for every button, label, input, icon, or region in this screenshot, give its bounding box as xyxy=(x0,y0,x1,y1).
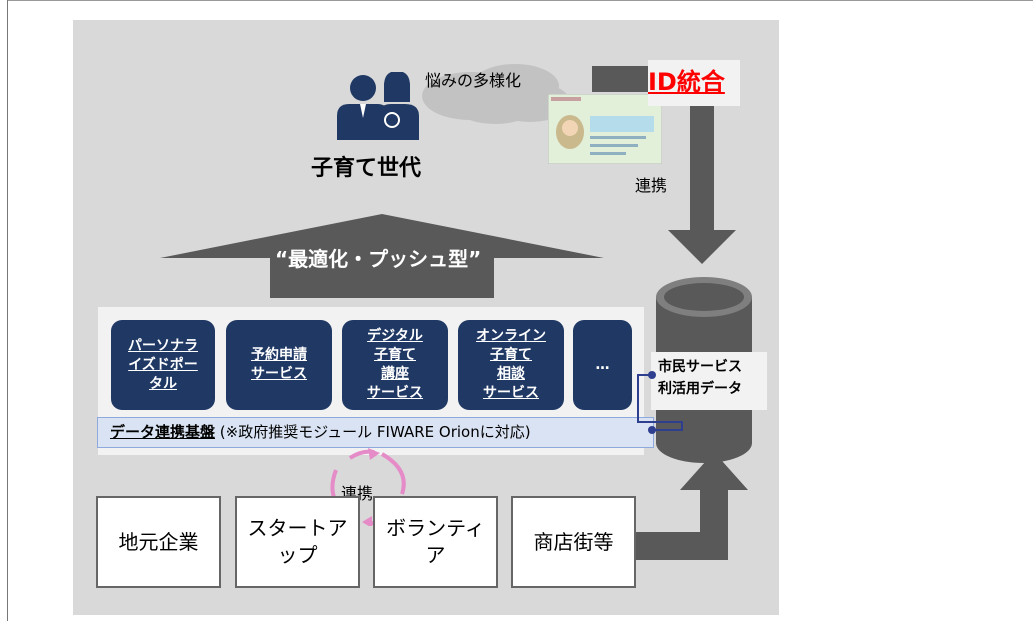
id-integration-label: ID統合 xyxy=(648,68,725,96)
id-label-box xyxy=(648,60,740,106)
frame-top-border xyxy=(7,0,1033,1)
worry-diversification-label: 悩みの多様化 xyxy=(425,71,522,90)
data-platform-name: データ連携基盤 xyxy=(110,423,216,441)
actor-local-companies: 地元企業 xyxy=(96,496,221,588)
actors-to-database-arrow xyxy=(636,452,748,560)
frame-left-border xyxy=(7,0,8,621)
service-more-ellipsis: … xyxy=(573,320,632,410)
optimization-up-arrow xyxy=(160,214,604,298)
platform-database-connector xyxy=(637,371,683,434)
actor-shopping-streets: 商店街等 xyxy=(511,496,636,588)
actor-volunteers: ボランティ ア xyxy=(373,496,498,588)
parent-generation-label: 子育て世代 xyxy=(311,156,422,181)
data-platform-note: (※政府推奨モジュール FIWARE Orionに対応) xyxy=(215,423,531,441)
id-card-icon xyxy=(548,94,662,164)
service-online-parenting-consultation: オンライン 子育て 相談 サービス xyxy=(458,320,564,410)
data-platform-bar: データ連携基盤 (※政府推奨モジュール FIWARE Orionに対応) xyxy=(97,417,654,448)
cloud-shape xyxy=(422,64,570,124)
database-label-box xyxy=(651,352,767,410)
service-personalized-portal: パーソナラ イズドポー タル xyxy=(111,320,215,410)
id-flow-arrow xyxy=(592,66,736,264)
service-digital-parenting-course: デジタル 子育て 講座 サービス xyxy=(342,320,448,410)
actor-startups: スタートア ップ xyxy=(235,496,360,588)
link-label-top: 連携 xyxy=(635,176,668,195)
database-label: 市民サービス 利活用データ xyxy=(658,359,742,397)
service-reservation-application: 予約申請 サービス xyxy=(226,320,332,410)
optimization-push-label: “最適化・プッシュ型” xyxy=(275,247,482,271)
parents-icon xyxy=(337,72,419,140)
